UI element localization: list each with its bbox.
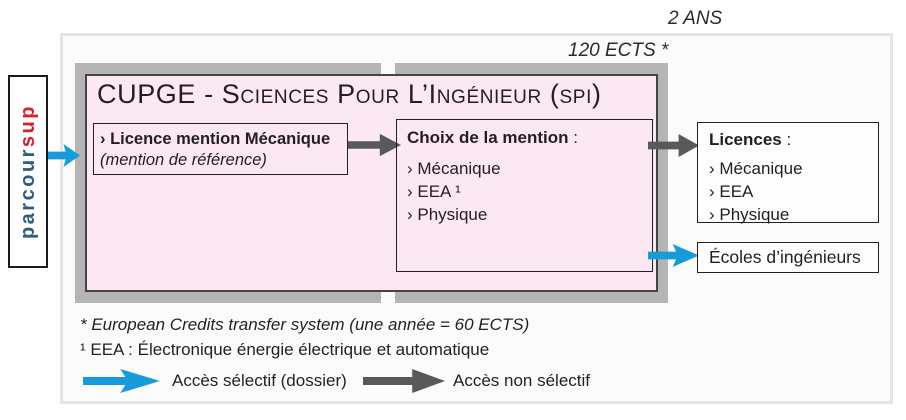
arrow-shape (348, 133, 401, 157)
footnote-eea: ¹ EEA : Électronique énergie électrique … (80, 340, 490, 359)
selective-arrow-from-parcoursup (48, 143, 80, 168)
licences-list: › Mécanique › EEA › Physique (709, 157, 867, 226)
mention-choice-heading-text: Choix de la mention (407, 128, 569, 147)
legend-selective-arrow-icon (83, 369, 160, 393)
licence-item-mecanique: › Mécanique (709, 159, 803, 178)
licences-box: Licences : › Mécanique › EEA › Physique (697, 122, 879, 226)
licences-heading-colon: : (781, 130, 792, 149)
reference-licence-label: › Licence mention Mécanique (100, 130, 331, 148)
selective-arrow-to-schools (648, 243, 699, 268)
footnote-ects: * European Credits transfer system (une … (80, 315, 530, 334)
non-selective-arrow-internal (348, 133, 401, 157)
parcoursup-text-blue: parcour (16, 147, 39, 240)
parcoursup-text-red: sup (16, 103, 39, 148)
engineering-schools-box: Écoles d’ingénieurs (697, 242, 879, 273)
mention-item-eea: › EEA ¹ (407, 182, 461, 201)
parcoursup-logo-text: parcoursup (17, 104, 40, 239)
arrow-shape (363, 369, 445, 393)
arrow-shape (648, 243, 699, 268)
main-panel: 120 ECTS * CUPGE - Sciences Pour L’Ingén… (60, 33, 893, 404)
reference-licence-note: (mention de référence) (100, 151, 267, 169)
mention-item-mecanique: › Mécanique (407, 159, 501, 178)
non-selective-arrow-to-licences (648, 133, 699, 158)
mention-choice-box: Choix de la mention : › Mécanique › EEA … (396, 119, 653, 272)
legend-non-selective-arrow-icon (363, 369, 445, 393)
licence-item-physique: › Physique (709, 205, 790, 224)
mention-choice-heading-colon: : (568, 128, 578, 147)
licence-item-eea: › EEA (709, 182, 754, 201)
credits-label: 120 ECTS * (568, 40, 669, 61)
mention-choice-list: › Mécanique › EEA ¹ › Physique (407, 157, 642, 226)
legend-selective-label: Accès sélectif (dossier) (172, 371, 347, 390)
parcoursup-logo: parcoursup (8, 75, 48, 268)
mention-item-physique: › Physique (407, 205, 488, 224)
licences-heading-text: Licences (709, 130, 782, 149)
arrow-shape (83, 369, 160, 393)
engineering-schools-label: Écoles d’ingénieurs (709, 247, 861, 267)
licences-heading: Licences : (709, 129, 867, 151)
mention-choice-heading: Choix de la mention : (407, 127, 642, 149)
arrow-shape (48, 143, 80, 168)
arrow-shape (648, 133, 699, 158)
reference-licence-box: › Licence mention Mécanique (mention de … (93, 123, 348, 175)
cupge-title: CUPGE - Sciences Pour L’Ingénieur (spi) (97, 79, 602, 109)
duration-label: 2 ANS (668, 8, 723, 29)
cupge-box: CUPGE - Sciences Pour L’Ingénieur (spi) … (85, 74, 658, 292)
legend-non-selective-label: Accès non sélectif (453, 371, 591, 390)
